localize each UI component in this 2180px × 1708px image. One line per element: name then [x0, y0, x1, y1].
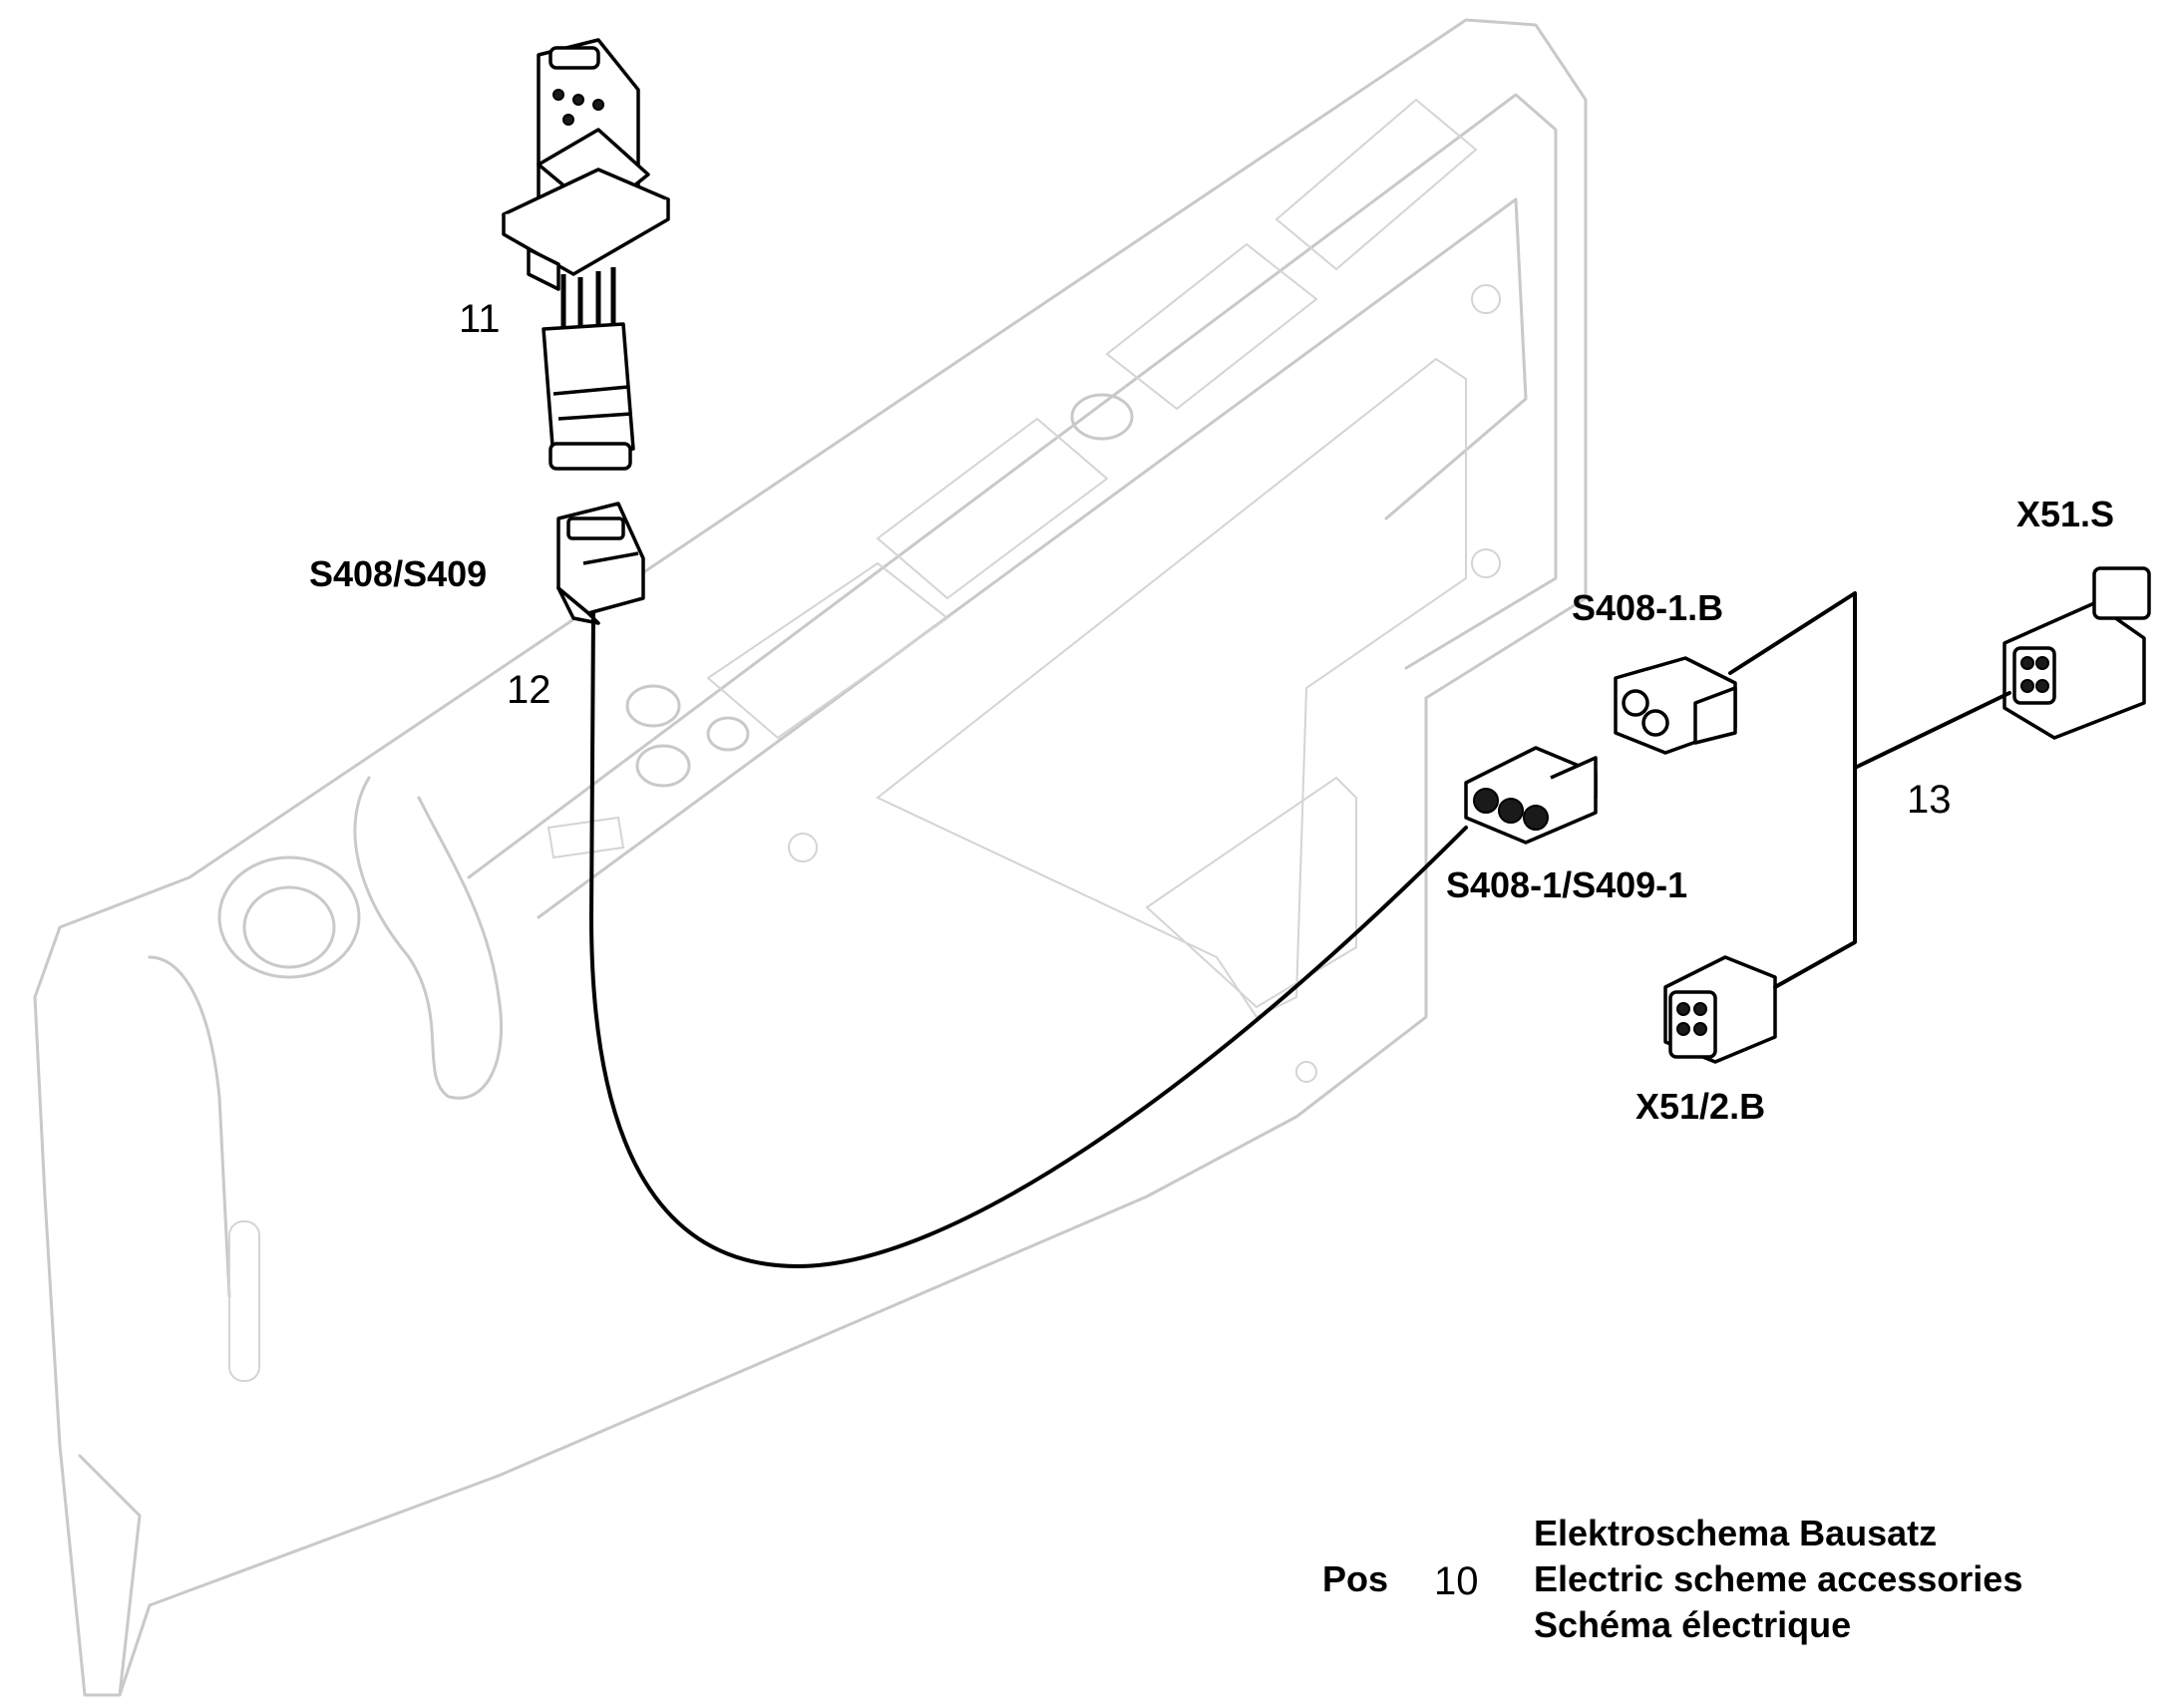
callout-12: 12	[507, 668, 551, 712]
label-x51-2-b: X51/2.B	[1635, 1086, 1766, 1127]
caption-line-fr: Schéma électrique	[1534, 1604, 1852, 1645]
connector-x51-2-b	[1663, 955, 1777, 1064]
connector-x51-s	[2002, 566, 2151, 740]
caption-pos-label: Pos	[1322, 1558, 1389, 1599]
caption-pos-number: 10	[1434, 1559, 1479, 1603]
caption-line-de: Elektroschema Bausatz	[1534, 1513, 1938, 1553]
callout-13: 13	[1907, 778, 1952, 822]
connector-s408-s409	[556, 502, 645, 625]
wire-harness-13	[1728, 591, 2011, 989]
wire-harness-12	[589, 611, 1468, 1268]
caption-line-en: Electric scheme accessories	[1534, 1558, 2023, 1599]
callout-11: 11	[459, 297, 501, 341]
frame-panel-ghost	[33, 18, 1588, 1697]
connector-s408-1-s409-1	[1464, 746, 1598, 845]
label-s408-1-s409-1: S408-1/S409-1	[1446, 864, 1688, 905]
label-s408-1-b: S408-1.B	[1572, 587, 1724, 628]
switch-part-11	[502, 38, 670, 471]
connector-s408-1-b	[1614, 656, 1737, 755]
label-s408-s409: S408/S409	[309, 553, 488, 594]
label-x51-s: X51.S	[2016, 494, 2115, 534]
